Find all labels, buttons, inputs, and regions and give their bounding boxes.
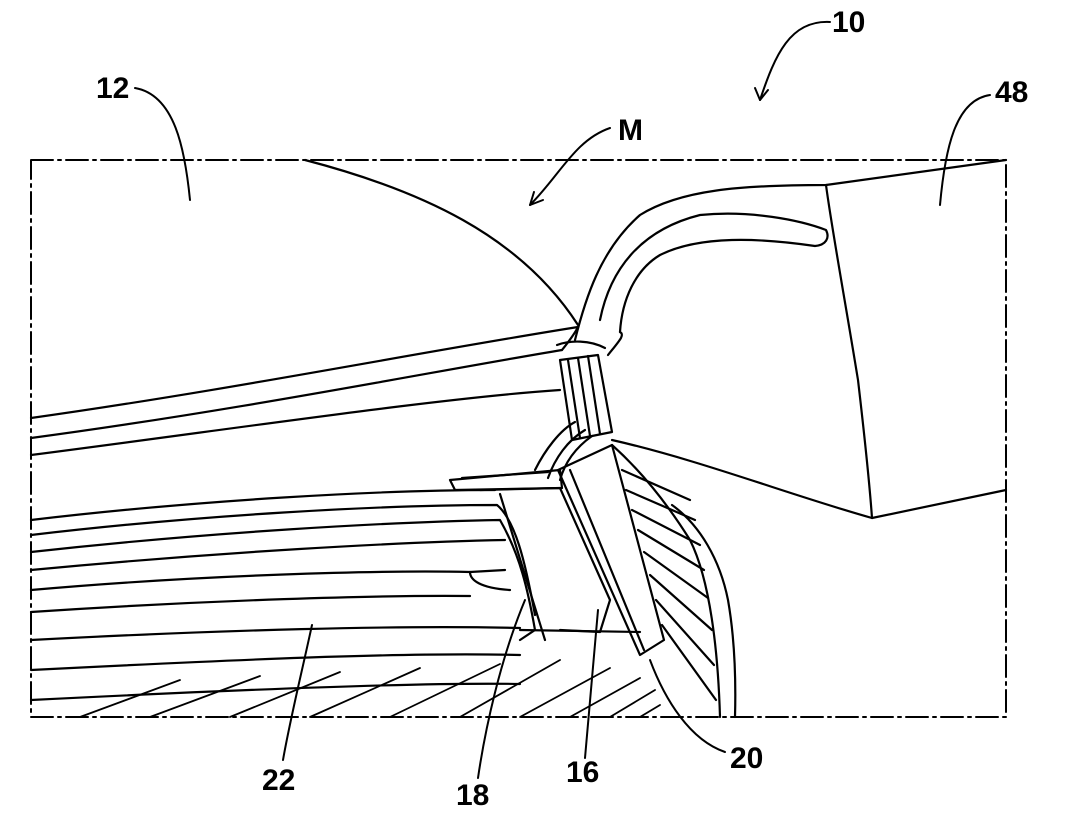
ref-label-18: 18 xyxy=(456,779,489,812)
ref-label-22: 22 xyxy=(262,764,295,797)
side-part-outline xyxy=(573,158,1008,520)
flap-18 xyxy=(478,486,612,642)
leader-12 xyxy=(134,87,191,201)
ref-label-M: M xyxy=(618,114,643,147)
body-panel-outline xyxy=(29,158,580,457)
ref-label-16: 16 xyxy=(566,756,599,789)
ref-label-10: 10 xyxy=(832,6,865,39)
leader-10 xyxy=(759,20,831,101)
leader-20 xyxy=(649,659,726,753)
ref-label-48: 48 xyxy=(995,76,1028,109)
leader-48 xyxy=(939,94,991,206)
ref-label-12: 12 xyxy=(96,72,129,105)
hinge-link xyxy=(448,420,594,492)
leader-16 xyxy=(584,609,599,759)
leader-lines xyxy=(134,20,991,779)
leader-18 xyxy=(477,599,526,779)
leader-22 xyxy=(282,624,313,761)
lid-22 xyxy=(29,488,642,702)
bracket-20 xyxy=(556,443,737,719)
lower-hatching xyxy=(79,659,661,718)
ref-label-20: 20 xyxy=(730,742,763,775)
hinge-barrel xyxy=(555,340,614,442)
leader-M xyxy=(529,127,611,206)
